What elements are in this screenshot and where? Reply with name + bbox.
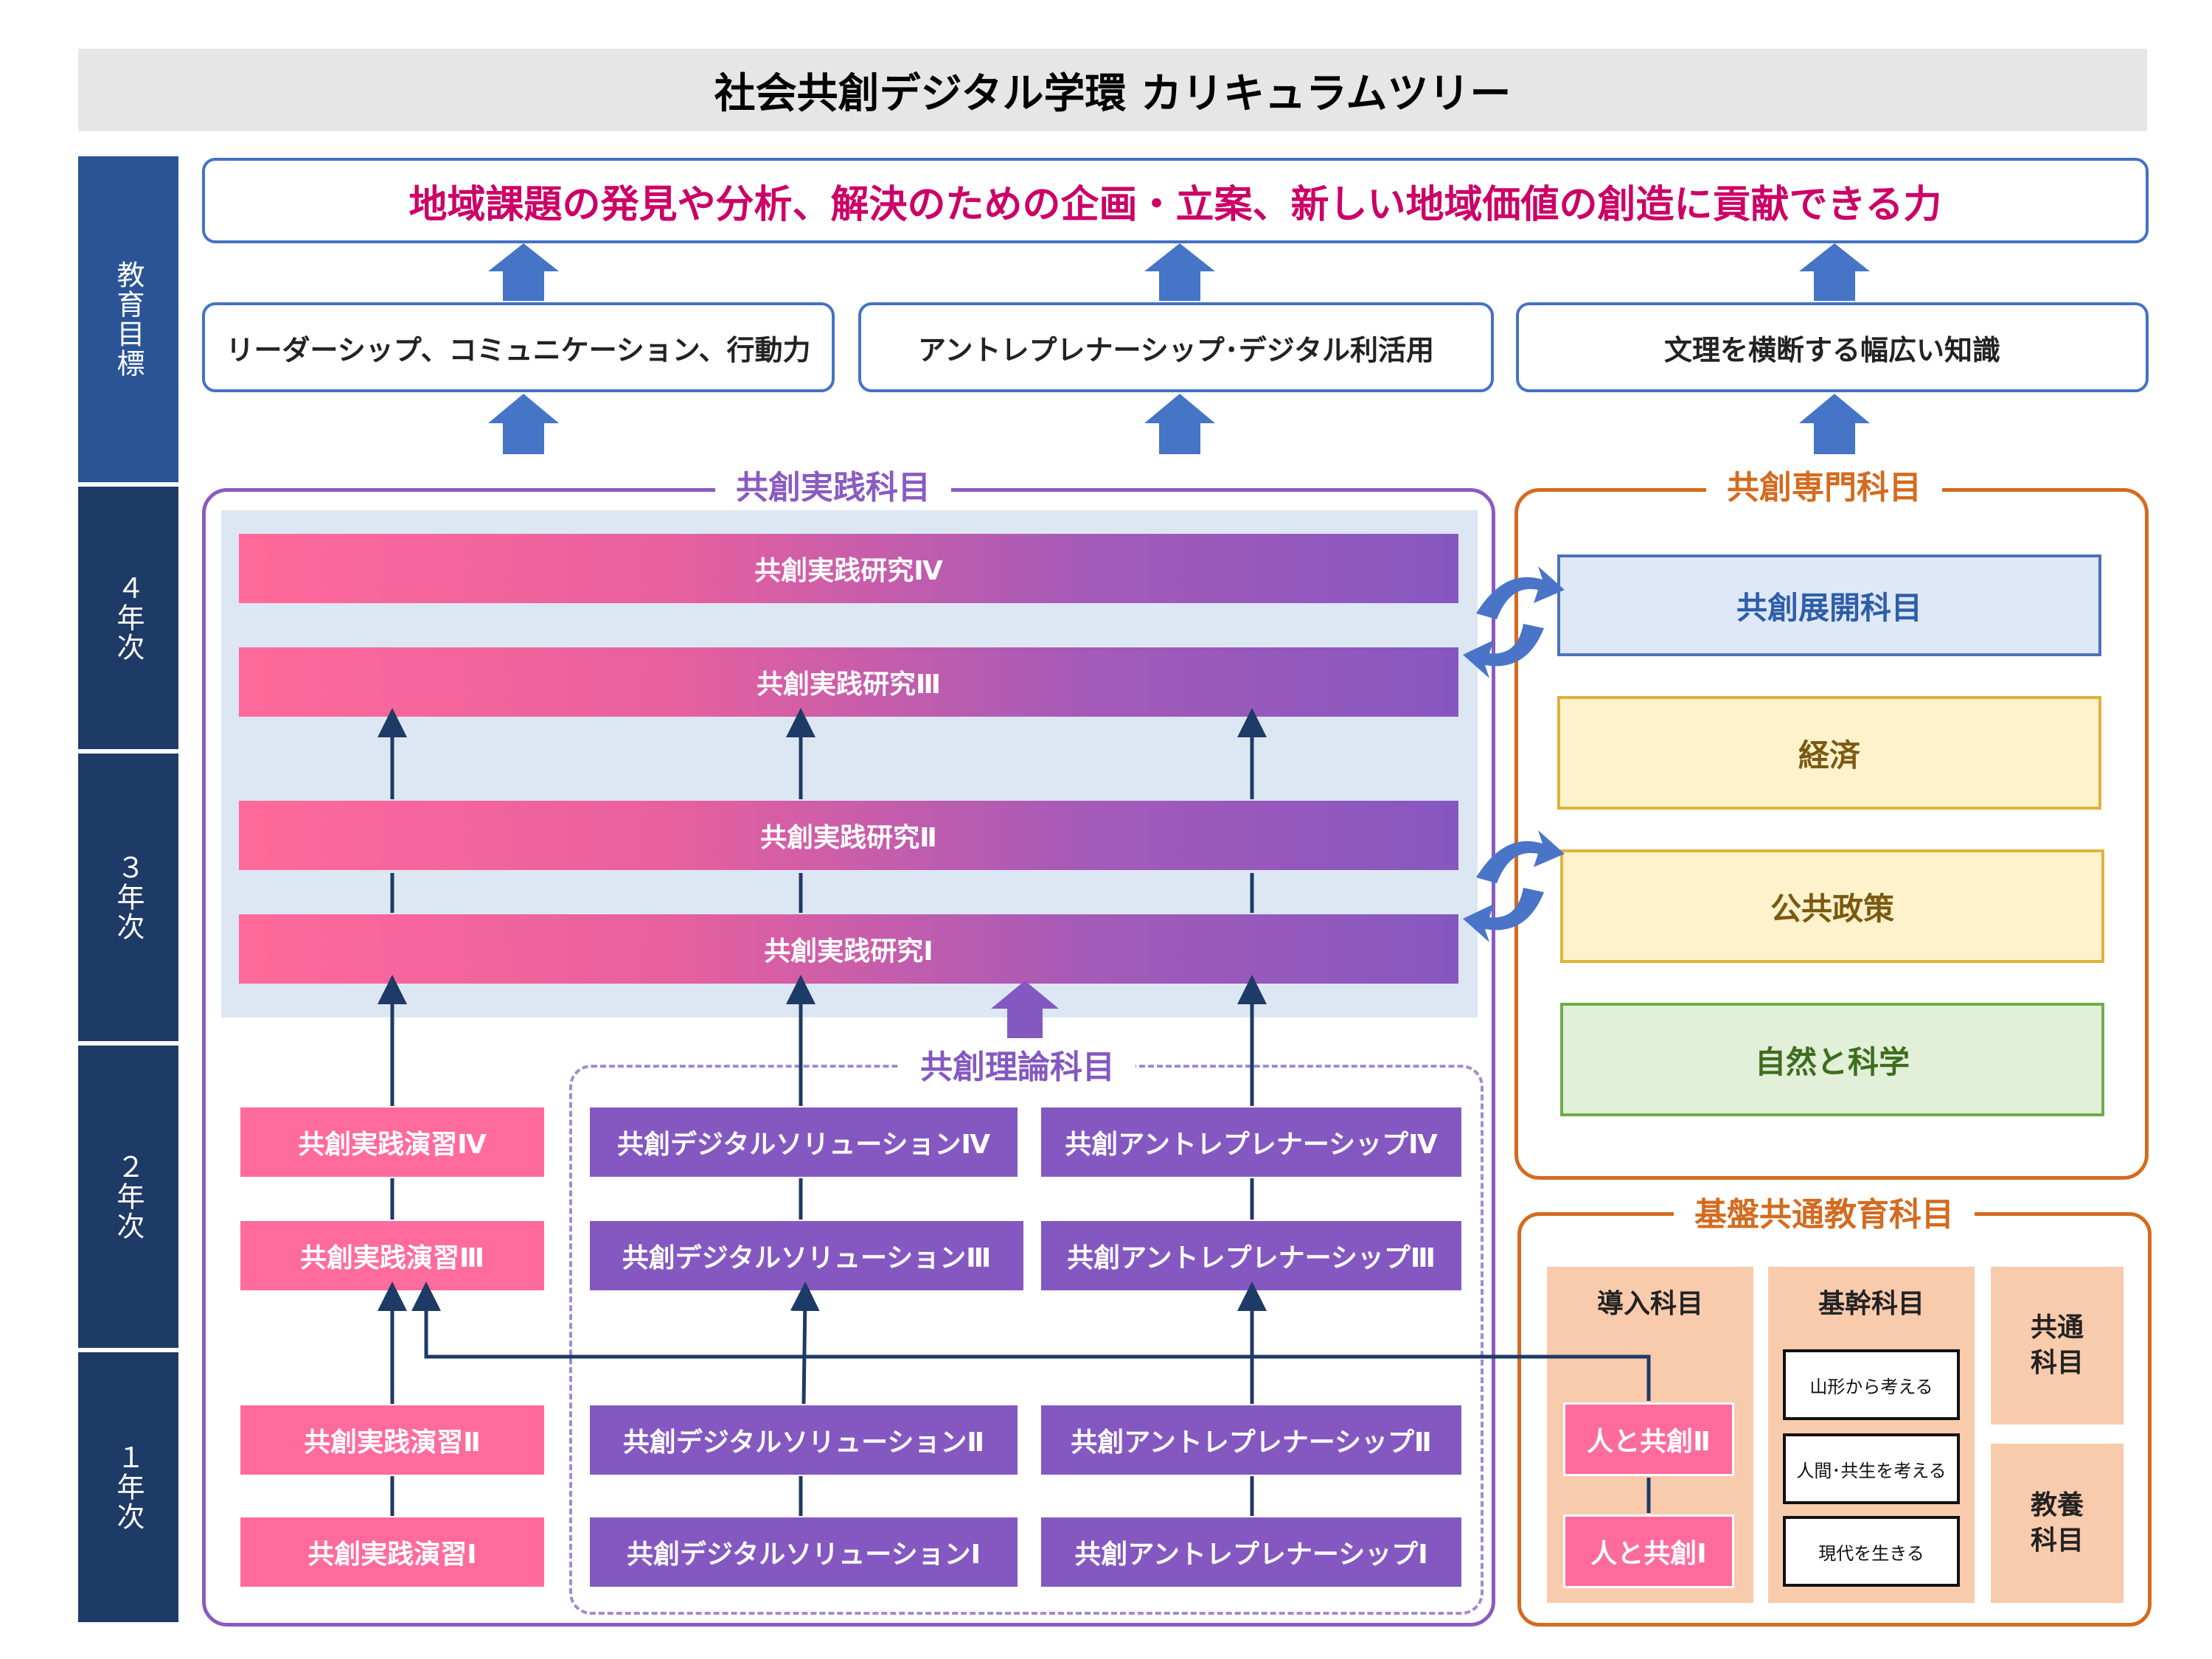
page-title: 社会共創デジタル学環 カリキュラムツリー: [78, 49, 2147, 131]
sub-goal-leadership: リーダーシップ、コミュニケーション、行動力: [202, 302, 835, 392]
specialty-economics: 経済: [1557, 696, 2101, 810]
specialty-deployment: 共創展開科目: [1557, 554, 2101, 656]
research-2: 共創実践研究Ⅱ: [239, 801, 1458, 870]
digital-4: 共創デジタルソリューションⅣ: [590, 1107, 1018, 1177]
intro-column-head: 導入科目: [1596, 1289, 1703, 1319]
exercise-1: 共創実践演習Ⅰ: [240, 1517, 544, 1587]
digital-2: 共創デジタルソリューションⅡ: [590, 1405, 1018, 1475]
exercise-2: 共創実践演習Ⅱ: [240, 1405, 544, 1475]
digital-1: 共創デジタルソリューションⅠ: [590, 1517, 1018, 1587]
intro-course-1: 人と共創Ⅰ: [1563, 1514, 1734, 1588]
practice-group-label: 共創実践科目: [715, 459, 951, 518]
specialty-nature-science: 自然と科学: [1560, 1003, 2104, 1116]
main-goal: 地域課題の発見や分析、解決のための企画・立案、新しい地域価値の創造に貢献できる力: [202, 158, 2149, 243]
entrepreneur-1: 共創アントレプレナーシップⅠ: [1041, 1517, 1461, 1587]
digital-3: 共創デジタルソリューションⅢ: [590, 1221, 1023, 1290]
common-column-label: 共通科目: [2030, 1312, 2084, 1378]
block-arrow-up-icon: [1799, 394, 1870, 454]
exercise-3: 共創実践演習Ⅲ: [240, 1221, 544, 1290]
research-3: 共創実践研究Ⅲ: [239, 647, 1458, 717]
theory-group-label: 共創理論科目: [900, 1038, 1135, 1097]
side-label-year1: １年次: [78, 1352, 178, 1622]
block-arrow-up-icon: [1799, 243, 1870, 301]
research-4: 共創実践研究Ⅳ: [239, 534, 1458, 603]
liberal-column-label: 教養科目: [2030, 1490, 2084, 1556]
cycle-icon: [1463, 830, 1565, 942]
specialty-public-policy: 公共政策: [1560, 849, 2104, 963]
side-label-year3: ３年次: [78, 754, 178, 1041]
intro-course-2: 人と共創Ⅱ: [1563, 1402, 1734, 1476]
core-course-yamagata: 山形から考える: [1783, 1349, 1960, 1420]
specialty-group-label: 共創専門科目: [1706, 459, 1942, 518]
side-label-year2: ２年次: [78, 1046, 178, 1348]
research-1: 共創実践研究Ⅰ: [239, 914, 1458, 984]
block-arrow-up-icon: [1144, 394, 1215, 454]
entrepreneur-4: 共創アントレプレナーシップⅣ: [1041, 1107, 1461, 1177]
core-course-modern: 現代を生きる: [1783, 1516, 1960, 1587]
foundation-group-label: 基盤共通教育科目: [1674, 1186, 1975, 1245]
core-course-coexistence: 人間･共生を考える: [1783, 1433, 1960, 1504]
common-column: [1991, 1267, 2124, 1425]
sub-goal-knowledge: 文理を横断する幅広い知識: [1516, 302, 2149, 392]
block-arrow-up-icon: [1144, 243, 1215, 301]
liberal-column: [1991, 1444, 2124, 1603]
exercise-4: 共創実践演習Ⅳ: [240, 1107, 544, 1177]
goal-arrows: [488, 243, 1870, 454]
block-arrow-up-icon: [488, 394, 559, 454]
entrepreneur-3: 共創アントレプレナーシップⅢ: [1041, 1221, 1461, 1290]
side-label-goals: 教育目標: [78, 156, 178, 482]
block-arrow-up-icon: [488, 243, 559, 301]
entrepreneur-2: 共創アントレプレナーシップⅡ: [1041, 1405, 1461, 1475]
side-label-year4: ４年次: [78, 487, 178, 749]
cycle-icon: [1463, 566, 1565, 678]
core-column-head: 基幹科目: [1818, 1289, 1924, 1319]
theory-to-research-arrow-icon: [991, 981, 1059, 1038]
sub-goal-entrepreneurship: アントレプレナーシップ･デジタル利活用: [858, 302, 1494, 392]
